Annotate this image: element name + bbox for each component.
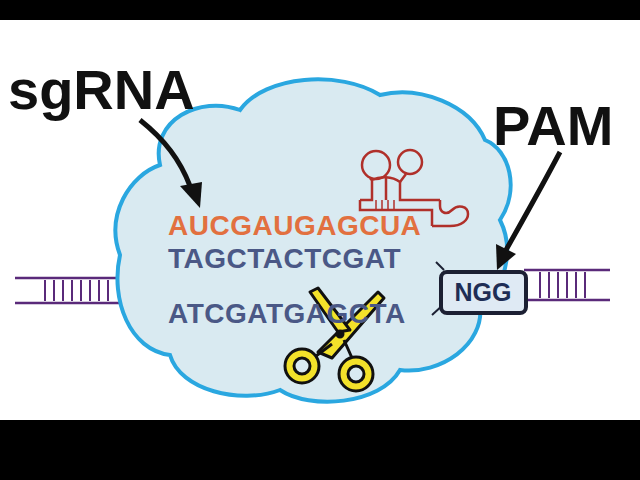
dna-rung	[566, 272, 568, 298]
dna-right	[524, 270, 610, 300]
sgrna-sequence: AUCGAUGAGCUA	[168, 212, 421, 240]
node-text: NGG	[455, 280, 512, 305]
dna-rung	[71, 280, 73, 301]
scissors-pivot	[337, 331, 343, 337]
sgrna-loop	[398, 150, 422, 174]
dna-rung	[62, 280, 64, 301]
dna-rung	[80, 280, 82, 301]
dna-rung	[539, 272, 541, 298]
dna-strand	[524, 299, 610, 302]
dna-rung	[98, 280, 100, 301]
dna-nontarget-strand: ATCGATGAGCTA	[168, 300, 406, 328]
scissors-shank	[316, 340, 352, 358]
letterbox-bar	[0, 0, 640, 20]
scissors-handle	[285, 349, 319, 383]
dna-rung	[107, 280, 109, 301]
dna-rungs	[45, 280, 108, 301]
sgrna-stem	[370, 174, 406, 200]
dna-rung	[44, 280, 46, 301]
scissors-hole	[294, 358, 310, 374]
pointer-line	[506, 152, 560, 250]
dna-rungs	[540, 272, 585, 298]
sgrna-loop	[362, 151, 390, 179]
dna-rung	[575, 272, 577, 298]
dna-rung	[557, 272, 559, 298]
sgrna-hairpin	[432, 200, 468, 226]
sgrna-rung	[375, 200, 377, 210]
dna-strand	[524, 269, 610, 272]
cas9-outline	[116, 79, 511, 401]
dna-rung	[584, 272, 586, 298]
sgrna-rungs	[376, 200, 394, 210]
dna-rung	[53, 280, 55, 301]
dna-rung	[548, 272, 550, 298]
dna-target-strand: TAGCTACTCGAT	[168, 245, 401, 273]
pointer-line	[140, 120, 190, 186]
scissors-handle	[339, 357, 373, 391]
sgrna-label: sgRNA	[8, 62, 195, 118]
sgrna-rung	[387, 200, 389, 210]
sgrna-rung	[381, 200, 383, 210]
dna-rung	[89, 280, 91, 301]
scissors-hole	[348, 366, 364, 382]
letterbox-bar	[0, 420, 640, 480]
pointer-head	[496, 244, 516, 270]
pam-box: NGG	[439, 270, 528, 315]
pointer-head	[180, 182, 202, 208]
sgrna-rung	[393, 200, 395, 210]
pam-label: PAM	[493, 98, 613, 154]
strand-link	[436, 262, 444, 270]
